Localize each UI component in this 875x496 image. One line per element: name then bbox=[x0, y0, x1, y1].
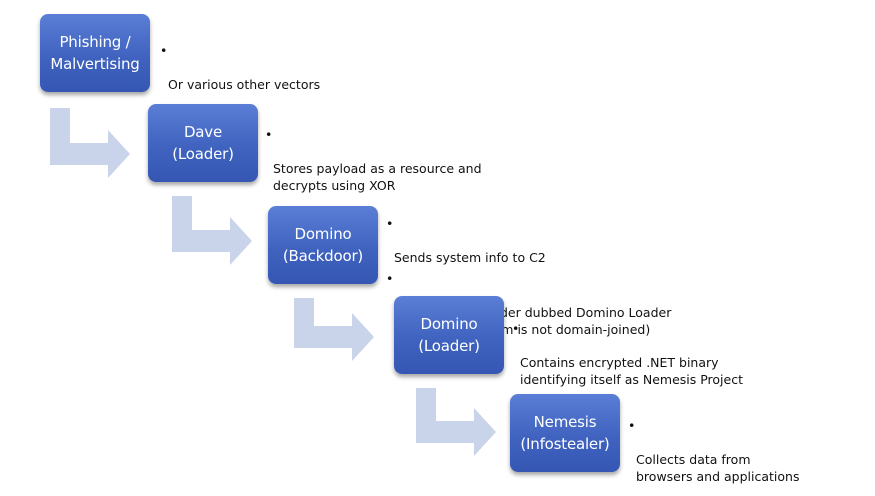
connector-arrow-3 bbox=[294, 298, 374, 361]
stage-box-dave-loader: Dave (Loader) bbox=[148, 104, 258, 182]
bullet-text: Contains encrypted .NET binary identifyi… bbox=[520, 355, 743, 387]
stage-box-nemesis-infostealer: Nemesis (Infostealer) bbox=[510, 394, 620, 472]
stage-label: Domino (Backdoor) bbox=[282, 225, 364, 265]
bullet-icon: • bbox=[512, 321, 520, 336]
bullet-item: • Sends system info to C2 bbox=[386, 215, 671, 266]
bullet-item: • Collects data from browsers and applic… bbox=[628, 417, 799, 485]
stage-box-phishing-malvertising: Phishing / Malvertising bbox=[40, 14, 150, 92]
bullet-item: • Contains encrypted .NET binary identif… bbox=[512, 320, 743, 388]
connector-arrow-1 bbox=[50, 108, 130, 178]
bullet-text: Or various other vectors bbox=[168, 77, 321, 92]
stage-box-domino-backdoor: Domino (Backdoor) bbox=[268, 206, 378, 284]
bullet-icon: • bbox=[386, 216, 394, 231]
bullet-text: Sends system info to C2 bbox=[394, 250, 546, 265]
stage-description: • Or various other vectors bbox=[160, 42, 320, 97]
connector-arrow-2 bbox=[172, 196, 252, 265]
stage-label: Domino (Loader) bbox=[418, 315, 480, 355]
bullet-icon: • bbox=[628, 418, 636, 433]
stage-box-domino-loader: Domino (Loader) bbox=[394, 296, 504, 374]
stage-label: Nemesis (Infostealer) bbox=[520, 413, 610, 453]
bullet-icon: • bbox=[265, 127, 273, 142]
connector-arrow-4 bbox=[416, 388, 496, 456]
bullet-item: • Stores payload as a resource and decry… bbox=[265, 126, 482, 194]
stage-description: • Stores payload as a resource and decry… bbox=[265, 126, 482, 198]
bullet-icon: • bbox=[386, 271, 394, 286]
bullet-text: Stores payload as a resource and decrypt… bbox=[273, 161, 482, 193]
bullet-item: • Or various other vectors bbox=[160, 42, 320, 93]
bullet-text: Collects data from browsers and applicat… bbox=[636, 452, 800, 484]
stage-label: Phishing / Malvertising bbox=[50, 33, 140, 73]
stage-description: • Contains encrypted .NET binary identif… bbox=[512, 320, 743, 392]
stage-label: Dave (Loader) bbox=[172, 123, 234, 163]
bullet-icon: • bbox=[160, 43, 168, 58]
stage-description: • Collects data from browsers and applic… bbox=[628, 417, 799, 489]
